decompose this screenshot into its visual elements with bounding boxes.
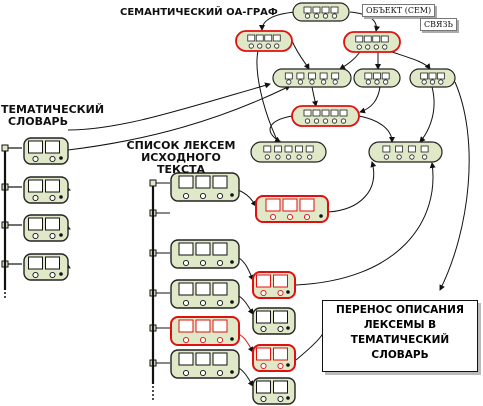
edge-link-left-to-mid (291, 40, 310, 70)
edge-mid-to-link-center (311, 86, 318, 107)
dictionary-entry-1 (23, 137, 69, 165)
edge-link-right-to-mid (339, 51, 361, 70)
dictionary-index-1 (1, 144, 9, 152)
lexeme-descriptor-2 (252, 271, 296, 299)
edge-lex1-to-desc1 (237, 189, 257, 207)
graph-link-right (343, 31, 401, 53)
graph-node-top (292, 2, 350, 22)
lexeme-list-label-line2: ИСХОДНОГО ТЕКСТА (141, 151, 221, 177)
graph-node-mid (272, 68, 352, 88)
lexeme-entry-5 (170, 349, 240, 379)
edge-right1-to-center (359, 86, 381, 114)
callout-line-2: ЛЕКСЕМЫ В (363, 319, 437, 331)
dictionary-entry-4 (23, 253, 69, 281)
edge-center-to-bottom-left (269, 115, 293, 143)
dictionary-entry-2 (23, 176, 69, 204)
dictionary-entry-3 (23, 214, 69, 242)
graph-node-bottom-left (250, 141, 327, 163)
edge-desc1-to-graph (327, 161, 377, 213)
lexeme-list-label-line1: СПИСОК ЛЕКСЕМ (126, 139, 236, 152)
lexeme-entry-3 (170, 279, 240, 309)
graph-title: СЕМАНТИЧЕСКИЙ ОА-ГРАФ (120, 7, 278, 18)
edge-dictionary-to-graph (67, 85, 291, 151)
lexeme-descriptor-4 (252, 344, 296, 372)
lexeme-index-1 (149, 179, 157, 187)
edge-dictionary-label-to-graph (67, 82, 271, 131)
transfer-callout: ПЕРЕНОС ОПИСАНИЯ ЛЕКСЕМЫ В ТЕМАТИЧЕСКИЙ … (322, 300, 478, 372)
edge-lex2-to-desc2 (238, 257, 254, 281)
edge-desc2-to-graph (295, 162, 436, 286)
lexeme-entry-1 (170, 172, 240, 202)
graph-node-right1 (353, 68, 401, 88)
graph-link-center (291, 105, 360, 127)
lexeme-descriptor-3 (252, 307, 296, 335)
legend-link-label: СВЯЗЬ (420, 18, 457, 31)
callout-line-3: ТЕМАТИЧЕСКИЙ (350, 334, 450, 346)
graph-node-right2 (409, 68, 456, 88)
edge-lex4-to-desc4 (238, 333, 254, 353)
lexeme-descriptor-1 (255, 195, 329, 223)
callout-line-1: ПЕРЕНОС ОПИСАНИЯ (336, 304, 464, 316)
lexeme-list-label: СПИСОК ЛЕКСЕМ ИСХОДНОГО ТЕКСТА (125, 139, 237, 177)
edge-top-to-link-left (259, 11, 297, 31)
legend-object-label: ОБЪЕКТ (СЕМ) (362, 4, 436, 17)
lexeme-entry-2 (170, 239, 240, 269)
edge-link-right-to-right2 (391, 51, 431, 70)
graph-nodes (1, 2, 456, 405)
lexeme-entry-4 (170, 316, 240, 346)
edge-center-to-bottom-right (358, 115, 395, 143)
edge-lex3-to-desc3 (238, 295, 254, 315)
edge-right2-to-bottom-right (419, 86, 435, 143)
edge-lex5-to-desc5 (238, 367, 254, 387)
graph-node-bottom-right (368, 141, 443, 163)
lexeme-descriptor-5 (252, 377, 296, 405)
dictionary-label: ТЕМАТИЧЕСКИЙ СЛОВАРЬ (1, 103, 105, 129)
graph-edges (63, 11, 470, 387)
graph-link-left (235, 30, 293, 52)
dictionary-label-line1: ТЕМАТИЧЕСКИЙ (1, 103, 105, 116)
edge-link-left-down (256, 50, 281, 147)
edge-graph-to-callout (439, 81, 470, 291)
edge-top-to-link-right (349, 11, 381, 32)
callout-line-4: СЛОВАРЬ (371, 349, 429, 361)
dictionary-label-line2: СЛОВАРЬ (8, 115, 68, 129)
